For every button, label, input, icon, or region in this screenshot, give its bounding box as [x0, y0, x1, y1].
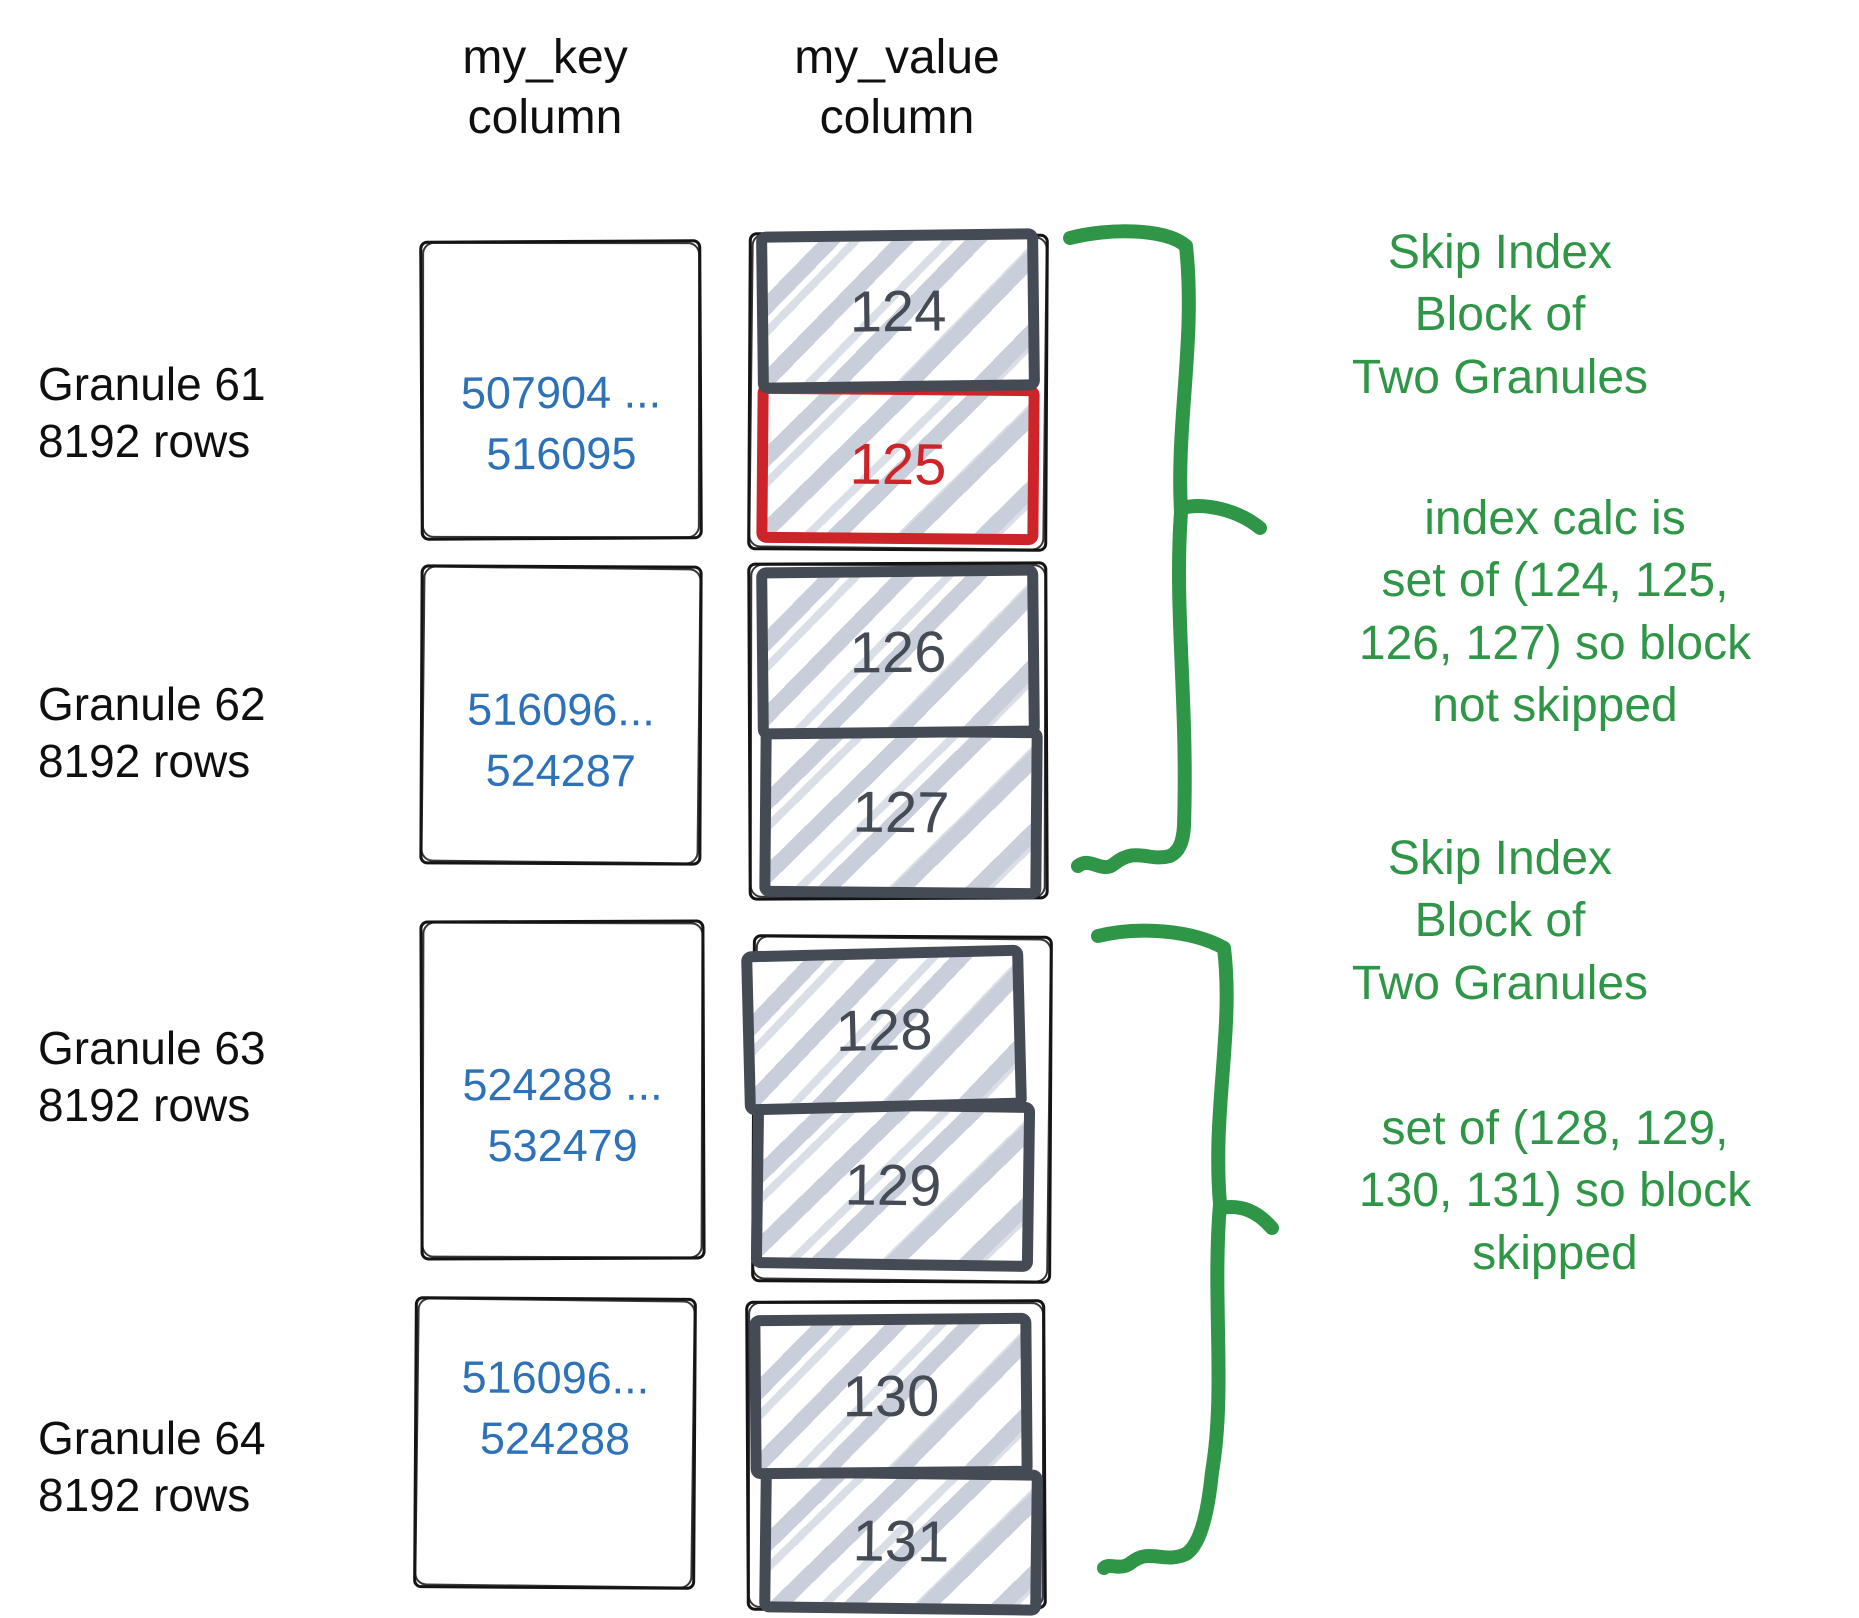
- value-block-127: 127: [759, 724, 1043, 900]
- key-box-granule-64: 516096... 524288: [413, 1296, 697, 1590]
- annotation-skip-block-2: Skip Index Block of Two Granules: [1351, 832, 1649, 1010]
- value-block-125-number: 125: [849, 431, 947, 497]
- value-block-131: 131: [759, 1466, 1043, 1616]
- value-block-126: 126: [756, 564, 1040, 740]
- annotation-skip-block-1: Skip Index Block of Two Granules: [1351, 226, 1649, 404]
- key-box-granule-63: 524288 ... 532479: [419, 919, 706, 1261]
- value-block-130-number: 130: [842, 1363, 940, 1429]
- curly-brace-block-1: [1063, 224, 1196, 875]
- value-block-126-number: 126: [849, 618, 947, 686]
- key-box-granule-62: 516096... 524287: [419, 564, 703, 866]
- granule-63-label: Granule 63 8192 rows: [38, 1020, 266, 1134]
- my-value-column-header: my_value column: [794, 31, 1000, 144]
- granule-62-name: Granule 62: [38, 678, 266, 730]
- annotation-index-calc-block-1: index calc is set of (124, 125, 126, 127…: [1358, 492, 1752, 733]
- granule-62-label: Granule 62 8192 rows: [38, 676, 266, 790]
- granule-63-rows: 8192 rows: [38, 1079, 251, 1132]
- granule-64-name: Granule 64: [38, 1412, 266, 1464]
- granule-62-rows: 8192 rows: [38, 735, 251, 788]
- key-range-granule-63: 524288 ... 532479: [462, 1058, 663, 1172]
- value-block-124-number: 124: [849, 277, 947, 345]
- granule-64-label: Granule 64 8192 rows: [38, 1410, 266, 1524]
- annotation-index-calc-block-2: set of (128, 129, 130, 131) so block ski…: [1358, 1102, 1752, 1280]
- value-block-128: 128: [741, 944, 1027, 1116]
- value-block-125-highlighted: 125: [756, 382, 1040, 546]
- value-block-131-number: 131: [852, 1507, 950, 1575]
- value-block-127-number: 127: [852, 779, 950, 845]
- granule-64-rows: 8192 rows: [38, 1469, 251, 1522]
- granule-63-name: Granule 63: [38, 1022, 266, 1074]
- key-box-granule-61: 507904 ... 516095: [419, 239, 703, 541]
- value-block-128-number: 128: [834, 996, 934, 1064]
- value-block-129: 129: [750, 1098, 1036, 1272]
- key-range-granule-64: 516096... 524288: [461, 1351, 650, 1465]
- key-range-granule-62: 516096... 524287: [467, 683, 655, 797]
- my-key-column-header: my_key column: [462, 31, 628, 144]
- value-block-129-number: 129: [844, 1151, 942, 1219]
- key-range-granule-61: 507904 ... 516095: [460, 366, 662, 480]
- granule-61-name: Granule 61: [38, 358, 266, 410]
- granule-61-rows: 8192 rows: [38, 415, 251, 468]
- granule-61-label: Granule 61 8192 rows: [38, 356, 266, 470]
- value-block-124: 124: [756, 228, 1040, 394]
- value-block-130: 130: [749, 1312, 1033, 1480]
